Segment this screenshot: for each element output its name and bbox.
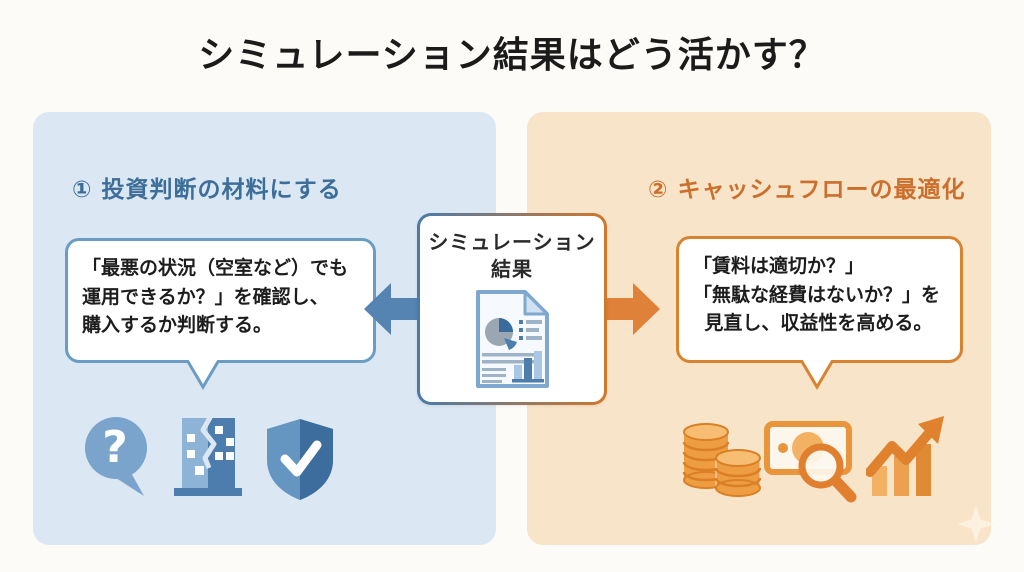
coin-stack-icon: [682, 423, 762, 497]
shield-check-icon: [267, 419, 333, 500]
money-magnifier-icon: [764, 421, 857, 503]
page-title: シミュレーション結果はどう活かす？: [198, 35, 826, 76]
simulation-result-label: シミュレーション 結果: [428, 229, 595, 283]
simulation-result-box: シミュレーション 結果: [417, 213, 607, 405]
left-bubble-tail: [185, 360, 221, 390]
report-document-icon: [476, 290, 549, 388]
svg-text:?: ?: [102, 422, 128, 473]
simulation-result-label-line1: シミュレーション: [428, 230, 596, 254]
left-panel-heading: ① 投資判断の材料にする: [72, 177, 342, 203]
simulation-result-label-line2: 結果: [490, 257, 533, 281]
right-speech-bubble: 「賃料は適切か？」 「無駄な経費はないか？」を 見直し、収益性を高める。: [676, 236, 963, 363]
left-bubble-line-3: 購入するか判断する。: [82, 314, 273, 336]
arrow-left-icon: [364, 283, 418, 335]
left-bubble-line-1: 「最悪の状況（空室など）でも: [82, 257, 349, 279]
right-bubble-line-1: 「賃料は適切か？」: [693, 255, 865, 277]
right-bubble-line-3: 見直し、収益性を高める。: [704, 312, 933, 334]
right-panel-heading: ② キャッシュフローの最適化: [648, 177, 966, 203]
right-bubble-line-2: 「無駄な経費はないか？」を: [693, 283, 941, 306]
cracked-building-icon: [174, 412, 242, 496]
left-speech-bubble: 「最悪の状況（空室など）でも 運用できるか？」を確認し、 購入するか判断する。: [65, 238, 376, 363]
right-bubble-tail: [799, 360, 835, 390]
growth-chart-icon: [866, 416, 944, 496]
arrow-right-icon: [606, 283, 660, 335]
simulation-result-box-inner: シミュレーション 結果: [420, 216, 604, 402]
question-bubble-icon: ?: [85, 417, 147, 496]
left-bubble-line-2: 運用できるか？」を確認し、: [82, 285, 329, 308]
